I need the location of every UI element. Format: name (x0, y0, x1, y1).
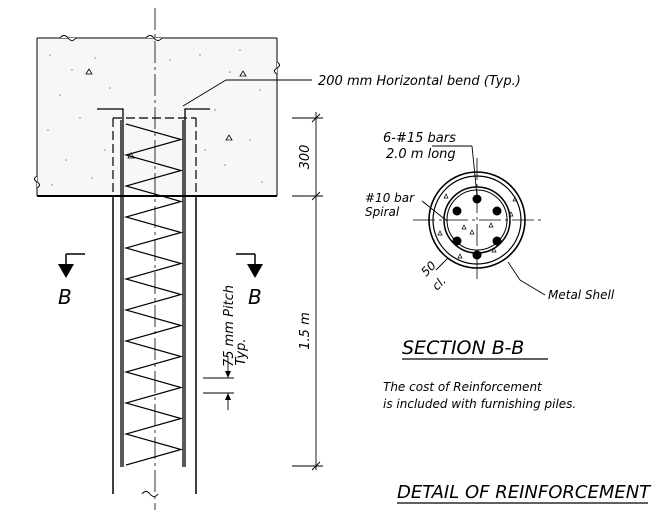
pitch-dimension (203, 356, 234, 410)
section-leaders (421, 145, 546, 296)
metal-shell-label: Metal Shell (548, 288, 615, 302)
spiral-label-line2: Spiral (365, 205, 400, 219)
bars-label-line1: 6-#15 bars (383, 131, 456, 146)
concrete-stipple (47, 49, 263, 186)
cost-note-line1: The cost of Reinforcement (383, 380, 543, 394)
bars-label-line2: 2.0 m long (386, 147, 456, 162)
pile-shaft (112, 117, 197, 497)
cover-unit: cl. (429, 273, 449, 293)
bend-leader (182, 79, 312, 107)
spiral-reinforcement (123, 123, 184, 466)
detail-title: DETAIL OF REINFORCEMENT (397, 482, 652, 503)
dimension-lines (292, 112, 323, 471)
horizontal-bend-label: 200 mm Horizontal bend (Typ.) (318, 74, 521, 89)
section-letter-left: B (58, 285, 72, 309)
pitch-typ-label: Typ. (234, 339, 249, 366)
section-rebar-dots (452, 194, 502, 260)
section-title: SECTION B-B (402, 337, 524, 359)
section-aggregate (437, 193, 518, 259)
spiral-label-line1: #10 bar (365, 191, 415, 205)
longitudinal-bars (97, 108, 210, 467)
pile-cap (34, 35, 280, 197)
dimension-1-5m: 1.5 m (298, 312, 313, 349)
section-cut-arrow-left (58, 253, 85, 278)
cost-note-line2: is included with furnishing piles. (383, 397, 576, 411)
pitch-label: 75 mm Pitch (222, 285, 237, 367)
section-letter-right: B (248, 285, 262, 309)
section-cut-arrow-right (236, 253, 263, 278)
dimension-300: 300 (298, 145, 313, 170)
